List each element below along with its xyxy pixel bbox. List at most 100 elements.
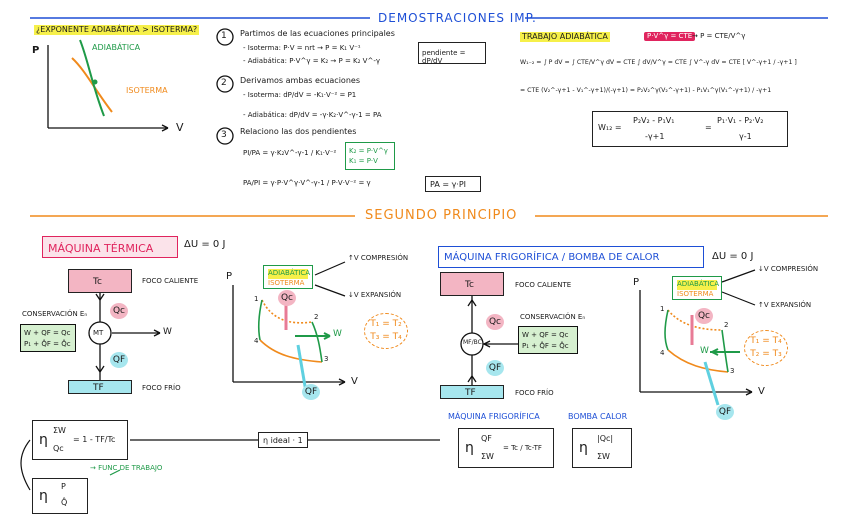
- mt-point-3: 3: [324, 355, 329, 363]
- mf-conservacion-eq-1: W + QF = Qc: [522, 331, 569, 339]
- qc-label: Qc: [110, 303, 128, 319]
- trabajo-arrow: → P = CTE/V^γ: [692, 32, 746, 40]
- conservacion-eq-2: P₁ + Q̊F = Q̊c: [24, 339, 71, 348]
- eta-power-box: η P Q̊: [32, 478, 88, 514]
- mf-point-1: 1: [660, 305, 665, 313]
- tf-reservoir: TF: [68, 380, 132, 394]
- mt-point-2: 2: [314, 313, 319, 321]
- bc-efficiency-label: BOMBA CALOR: [568, 412, 628, 421]
- title-demostraciones: DEMOSTRACIONES IMP.: [378, 11, 537, 25]
- eta-symbol-2: η: [39, 488, 48, 504]
- pendiente-box: pendiente = dP/dV: [418, 42, 486, 65]
- mf-graph-qc: Qc: [695, 308, 713, 324]
- trabajo-w12: W₁₂ =: [598, 123, 622, 132]
- bc-efficiency-num: |Qc|: [597, 434, 614, 443]
- trabajo-num-2: P₁·V₁ - P₂·V₂: [717, 116, 764, 125]
- mf-temperature-cloud: T₁ = T₄ T₂ = T₃: [744, 330, 788, 366]
- step-2-number: 2: [221, 78, 227, 88]
- step-1-isoterma: - Isoterma: P·V = nrt → P = K₁ V⁻¹: [243, 44, 361, 52]
- eta-termica-num: ΣW: [53, 426, 66, 435]
- trabajo-result-box: W₁₂ = P₂V₂ - P₁V₁ -γ+1 = P₁·V₁ - P₂·V₂ γ…: [592, 111, 788, 147]
- conservacion-label: CONSERVACIÓN Eₙ: [22, 310, 88, 318]
- bc-efficiency-den: ΣW: [597, 452, 610, 461]
- mf-graph-w: W: [700, 346, 709, 356]
- maquina-termica-title: MÁQUINA TÉRMICA: [42, 236, 178, 258]
- step-3-ratio-2: PA/PI = γ·P·V^γ·V^-γ-1 / P·V·V⁻² = γ: [243, 179, 371, 187]
- mf-engine: MF/BC: [463, 339, 482, 346]
- mf-legend-box: ADIABÁTICA ISOTERMA: [672, 276, 722, 300]
- mf-tc-reservoir: Tc: [440, 272, 504, 296]
- foco-frio-label: FOCO FRÍO: [142, 384, 181, 392]
- mf-pv-graph: [639, 290, 753, 406]
- trabajo-eq: =: [705, 123, 712, 132]
- mt-legend-adiabatica: ADIABÁTICA: [268, 269, 311, 279]
- conservacion-eq-1: W + QF = Qc: [24, 329, 71, 337]
- step-2-isoterma: - Isoterma: dP/dV = -K₁·V⁻² = P1: [243, 91, 357, 99]
- eta-ideal-box: η ideal · 1: [258, 432, 308, 448]
- step-2-adiabatica: - Adiabática: dP/dV = -γ·K₂·V^-γ-1 = PA: [243, 111, 382, 119]
- mt-schematic: [88, 293, 161, 380]
- mf-foco-frio: FOCO FRÍO: [515, 389, 554, 397]
- step-3-number: 3: [221, 130, 227, 140]
- trabajo-pill: P·V^γ = CTE: [644, 32, 696, 41]
- foco-caliente-label: FOCO CALIENTE: [142, 277, 199, 285]
- mt-expansion: ↓V EXPANSIÓN: [348, 291, 402, 299]
- mf-compresion: ↓V COMPRESIÓN: [758, 265, 819, 273]
- mf-tf-reservoir: TF: [440, 385, 504, 399]
- trabajo-line-1: W₁₋₂ = ∫ P dV = ∫ CTE/V^γ dV = CTE ∫ dV/…: [520, 59, 797, 66]
- conservacion-box: W + QF = Qc P₁ + Q̊F = Q̊c: [20, 324, 76, 352]
- k-values-box: K₂ = P·V^γ K₁ = P·V: [345, 142, 395, 170]
- mt-point-1: 1: [254, 295, 259, 303]
- step-3-result: PA = γ·PI: [425, 176, 481, 192]
- step-2-title: Derivamos ambas ecuaciones: [240, 76, 360, 85]
- eta-termica-box: η ΣW Qc = 1 - TF/Tc: [32, 420, 128, 460]
- trabajo-den-2: γ-1: [739, 132, 752, 141]
- adiabatica-curve: [79, 39, 105, 117]
- mf-point-2: 2: [724, 321, 729, 329]
- mt-p-axis: P: [226, 271, 233, 282]
- power-note: → FUNC DE TRABAJO: [90, 464, 163, 472]
- maquina-frigorifica-du: ΔU = 0 J: [712, 251, 754, 262]
- mf-qc: Qc: [486, 314, 504, 330]
- bc-efficiency-box: η |Qc| ΣW: [572, 428, 632, 468]
- mf-conservacion-eq-2: P₁ + Q̊F = Q̊c: [522, 341, 569, 350]
- trabajo-num-1: P₂V₂ - P₁V₁: [633, 116, 675, 125]
- maquina-frigorifica-title: MÁQUINA FRIGORÍFICA / BOMBA DE CALOR: [438, 246, 704, 268]
- trabajo-line-2: = CTE (V₂^-γ+1 - V₁^-γ+1)/(-γ+1) = P₂V₂^…: [520, 87, 772, 94]
- mt-graph-qf: QF: [302, 384, 320, 400]
- eta-symbol-1: η: [39, 432, 48, 448]
- mf-schematic: [460, 295, 525, 385]
- mf-expansion: ↑V EXPANSIÓN: [758, 301, 812, 309]
- mf-conservacion: CONSERVACIÓN Eₙ: [520, 313, 586, 321]
- mt-point-4: 4: [254, 337, 259, 345]
- trabajo-den-1: -γ+1: [645, 132, 665, 141]
- step-1-number: 1: [221, 31, 227, 41]
- eta-termica-den: Qc: [53, 444, 64, 453]
- qf-label: QF: [110, 352, 128, 368]
- trabajo-title: TRABAJO ADIABÁTICA: [520, 32, 610, 42]
- mt-temperature-cloud: T₁ = T₂ T₃ = T₄: [364, 313, 408, 349]
- eta-power-num: P: [61, 482, 66, 491]
- mt-graph-w: W: [333, 329, 342, 339]
- eta-symbol-3: η: [465, 440, 474, 456]
- tc-reservoir: Tc: [68, 269, 132, 293]
- eta-termica-rest: = 1 - TF/Tc: [73, 435, 116, 444]
- mf-legend-adiabatica: ADIABÁTICA: [677, 280, 720, 290]
- mf-point-3: 3: [730, 367, 735, 375]
- mf-foco-caliente: FOCO CALIENTE: [515, 281, 572, 289]
- isoterma-label: ISOTERMA: [126, 86, 168, 95]
- v-axis-label: V: [176, 121, 184, 134]
- maquina-termica-du: ΔU = 0 J: [184, 239, 226, 250]
- mf-efficiency-rest: = Tc / Tc-TF: [503, 444, 542, 452]
- adiabatica-label: ADIABÁTICA: [92, 43, 141, 52]
- mf-qf: QF: [486, 360, 504, 376]
- top-pv-graph: [47, 39, 169, 132]
- eta-symbol-4: η: [579, 440, 588, 456]
- step-1-title: Partimos de las ecuaciones principales: [240, 29, 395, 38]
- mt-v-axis: V: [351, 376, 358, 387]
- mf-p-axis: P: [633, 277, 640, 288]
- mf-efficiency-label: MÁQUINA FRIGORÍFICA: [448, 412, 540, 421]
- mf-point-4: 4: [660, 349, 665, 357]
